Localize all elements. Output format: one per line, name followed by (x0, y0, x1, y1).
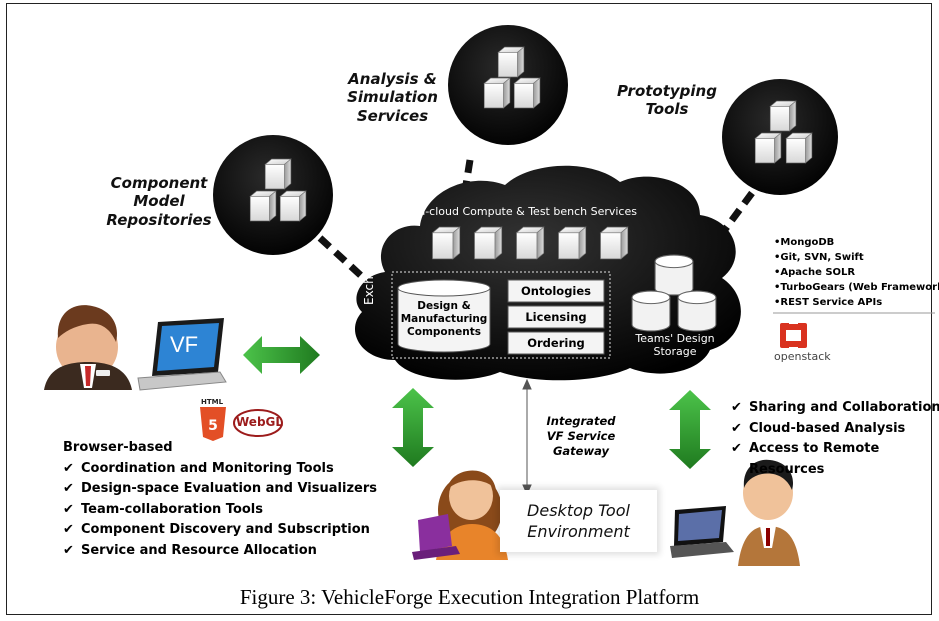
prototyping-tools-circle (722, 79, 838, 195)
tech-list: •MongoDB •Git, SVN, Swift •Apache SOLR •… (774, 235, 939, 310)
html5-badge: 5 (200, 407, 226, 441)
gateway-label: Integrated VF Service Gateway (533, 414, 629, 459)
collab-item: Resources (731, 460, 939, 481)
collab-item-text: Sharing and Collaboration (749, 400, 939, 415)
storage-label-line2: Storage (653, 345, 697, 358)
box-ordering: Ordering (527, 336, 585, 350)
gateway-line3: Gateway (552, 444, 610, 458)
gateway-line2: VF Service (546, 429, 616, 443)
label-analysis-line2: Simulation (347, 88, 438, 107)
collab-item-text: Access to Remote (749, 441, 880, 456)
design-label-line2: Manufacturing (400, 313, 488, 325)
vf-laptop-text: VF (170, 332, 199, 357)
desktop-tool-line1: Desktop Tool (527, 501, 630, 520)
label-prototyping-line2: Tools (645, 100, 689, 119)
tech-item: •TurboGears (Web Framework) (774, 282, 939, 293)
label-prototyping-line1: Prototyping (617, 82, 717, 100)
double-arrow-right (669, 390, 711, 469)
design-label-line1: Design & (417, 300, 471, 312)
component-repositories-circle (213, 135, 333, 255)
check-icon: ✔ (731, 441, 742, 456)
gateway-line1: Integrated (546, 414, 616, 428)
collab-item-text: Resources (749, 461, 825, 477)
tech-item: •MongoDB (774, 237, 835, 248)
browser-item: ✔ Design-space Evaluation and Visualizers (63, 479, 377, 500)
tech-item: •Git, SVN, Swift (774, 252, 864, 263)
openstack-logo (780, 323, 807, 348)
check-icon: ✔ (63, 481, 74, 496)
vf-laptop (137, 318, 227, 391)
browser-item: ✔ Team-collaboration Tools (63, 500, 377, 521)
desktop-tool-box: Desktop Tool Environment (500, 490, 657, 552)
design-label: Design & Manufacturing Components (400, 300, 488, 339)
webgl-badge (233, 409, 283, 437)
desktop-tool-line2: Environment (527, 522, 630, 541)
label-component-line1: Component (110, 174, 208, 192)
analysis-services-circle (448, 25, 568, 145)
browser-item-text: Coordination and Monitoring Tools (81, 460, 334, 476)
browser-based-list: Browser-based ✔ Coordination and Monitori… (63, 438, 377, 561)
compute-label: In-cloud Compute & Test bench Services (415, 205, 637, 218)
label-prototyping: Prototyping Tools (617, 82, 717, 119)
label-component: Component Model Repositories (100, 174, 218, 229)
browser-item: ✔ Service and Resource Allocation (63, 541, 377, 562)
label-analysis: Analysis & Simulation Services (340, 70, 445, 125)
label-analysis-line3: Services (356, 106, 429, 125)
check-icon: ✔ (63, 542, 74, 558)
double-arrow-left (392, 388, 434, 467)
webgl-badge-text: WebGL (236, 415, 284, 429)
svg-text:5: 5 (208, 418, 218, 434)
collab-item: ✔ Access to Remote (731, 439, 939, 460)
collab-item: ✔ Sharing and Collaboration (731, 398, 939, 419)
engineer-avatar (670, 459, 800, 566)
businessman-avatar (44, 305, 132, 390)
label-analysis-line1: Analysis & (348, 70, 437, 88)
storage-label: Teams' Design Storage (620, 332, 730, 358)
openstack-label: openstack (774, 350, 831, 363)
check-icon: ✔ (63, 501, 74, 517)
woman-avatar (412, 470, 508, 560)
exchange-box (391, 271, 611, 359)
check-icon: ✔ (731, 420, 742, 436)
browser-item-text: Service and Resource Allocation (81, 542, 317, 558)
check-icon: ✔ (731, 400, 742, 415)
browser-item-text: Design-space Evaluation and Visualizers (81, 481, 377, 496)
figure-caption: Figure 3: VehicleForge Execution Integra… (239, 585, 700, 609)
tech-item: •Apache SOLR (774, 267, 856, 278)
storage-label-line1: Teams' Design (635, 332, 715, 345)
service-boxes (507, 279, 605, 355)
design-manufacturing-db (397, 279, 491, 353)
browser-item-text: Component Discovery and Subscription (81, 522, 370, 537)
browser-based-title: Browser-based (63, 440, 173, 455)
collaboration-list: ✔ Sharing and Collaboration ✔ Cloud-based … (731, 398, 939, 480)
check-icon: ✔ (63, 522, 74, 537)
design-label-line3: Components (407, 326, 481, 338)
browser-item: ✔ Component Discovery and Subscription (63, 520, 377, 541)
label-component-line2: Model (133, 192, 185, 211)
double-arrow-horizontal (243, 336, 320, 374)
collab-item: ✔ Cloud-based Analysis (731, 419, 939, 440)
label-component-line3: Repositories (106, 210, 212, 229)
html5-badge-text: HTML (201, 398, 224, 406)
exchange-label: Exchange (362, 246, 376, 305)
box-licensing: Licensing (525, 310, 587, 324)
collab-item-text: Cloud-based Analysis (749, 420, 906, 436)
box-ontologies: Ontologies (520, 284, 592, 298)
check-icon: ✔ (63, 460, 74, 476)
browser-item-text: Team-collaboration Tools (81, 501, 263, 517)
gateway-arrow (522, 378, 532, 496)
browser-item: ✔ Coordination and Monitoring Tools (63, 459, 377, 480)
tech-item: •REST Service APIs (774, 297, 883, 308)
